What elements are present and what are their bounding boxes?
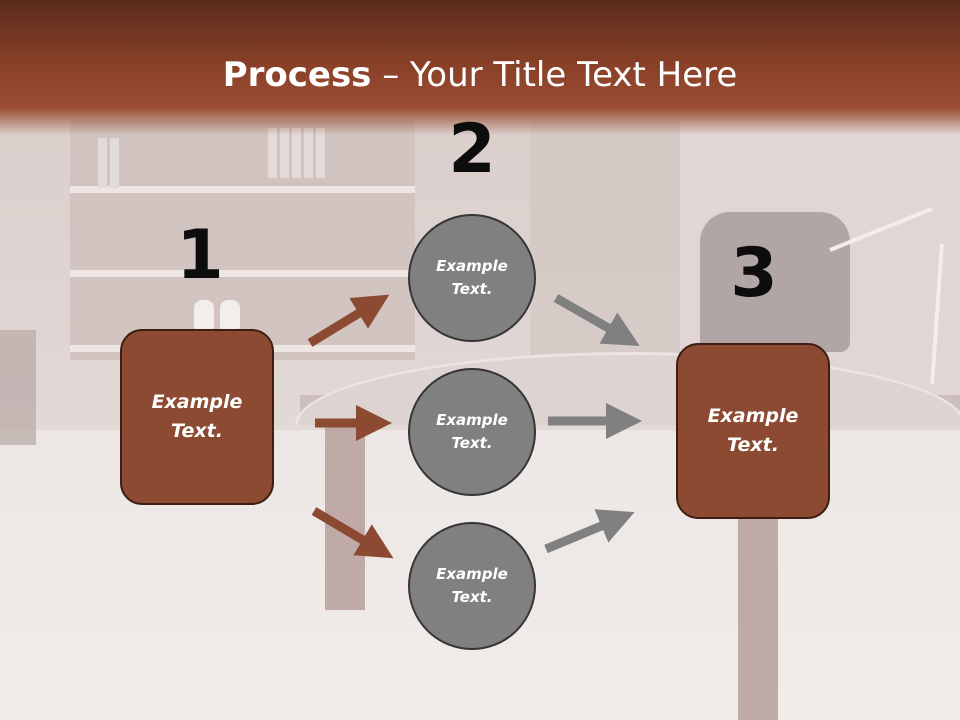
arrow-bottom-to-end xyxy=(544,509,635,554)
middle-circle-bottom-text: Example Text. xyxy=(436,565,508,606)
step-number-1: 1 xyxy=(176,216,224,295)
middle-circle-center: Example Text. xyxy=(408,368,536,496)
end-box: Example Text. xyxy=(676,343,830,519)
title-rest: – Your Title Text Here xyxy=(371,55,738,95)
end-box-text: Example Text. xyxy=(707,405,799,456)
middle-circle-center-text: Example Text. xyxy=(436,411,508,452)
title-band xyxy=(0,0,960,135)
step-number-3: 3 xyxy=(730,234,778,313)
middle-circle-bottom: Example Text. xyxy=(408,522,536,650)
start-box-text: Example Text. xyxy=(151,391,243,442)
middle-circle-top-text: Example Text. xyxy=(436,257,508,298)
slide-title: Process – Your Title Text Here xyxy=(0,52,960,98)
arrow-top-to-end xyxy=(553,294,640,346)
step-number-2: 2 xyxy=(448,110,496,189)
start-box: Example Text. xyxy=(120,329,274,505)
title-bold: Process xyxy=(222,55,372,95)
arrow-start-to-top xyxy=(307,294,390,347)
middle-circle-top: Example Text. xyxy=(408,214,536,342)
arrow-start-to-bottom xyxy=(311,507,394,559)
